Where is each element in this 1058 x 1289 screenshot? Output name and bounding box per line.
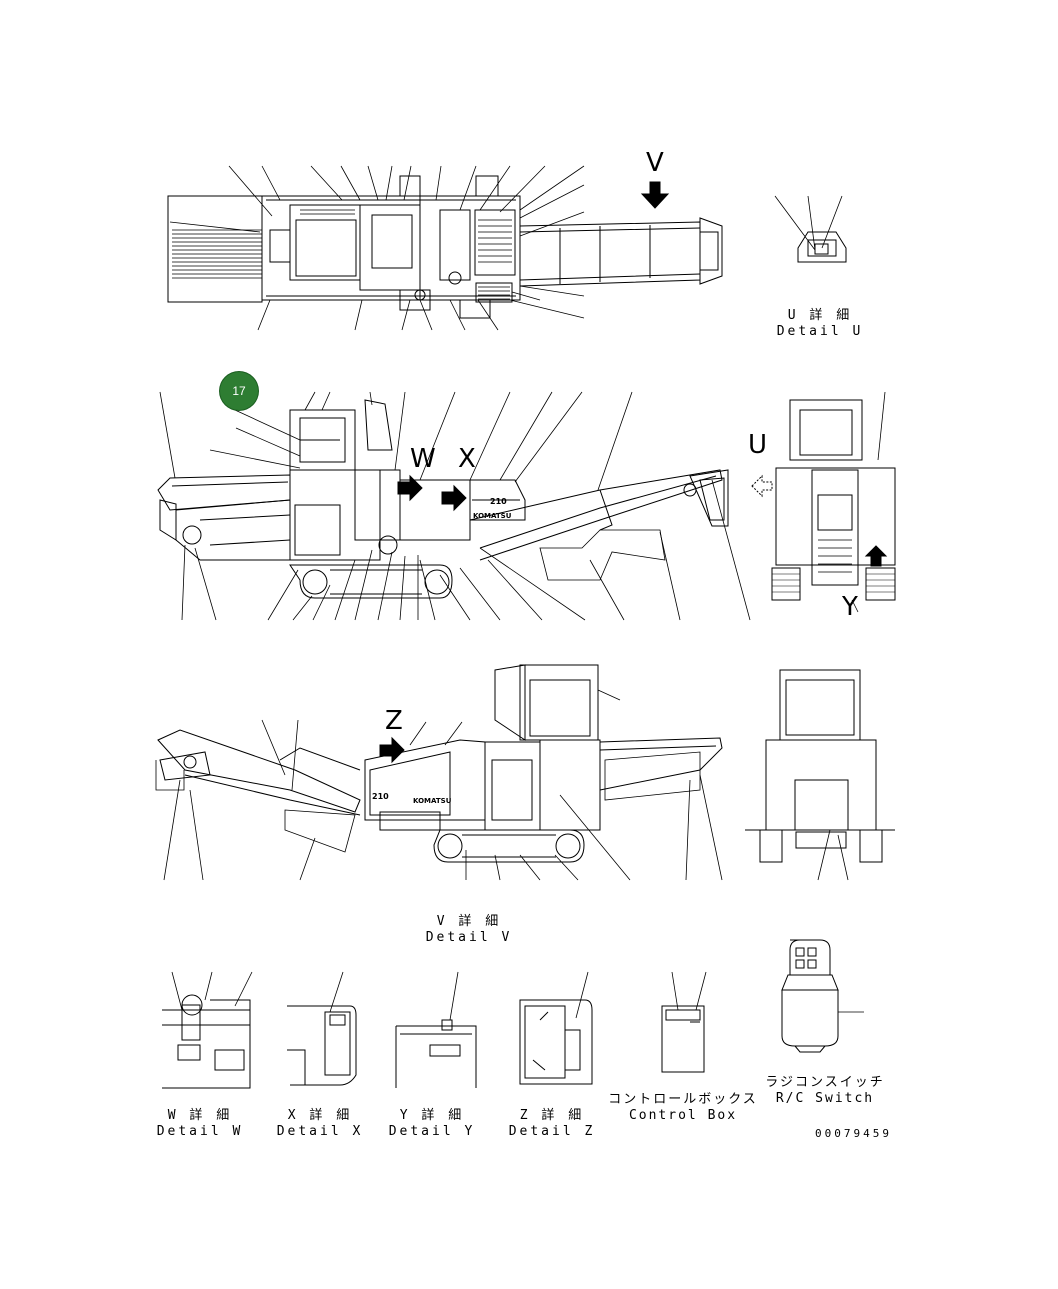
side-view-left <box>155 664 895 881</box>
detail-x-jp: X 詳 細 <box>287 1108 353 1123</box>
detail-w-en: Detail W <box>156 1124 244 1139</box>
control-box-caption: コントロールボックス Control Box <box>608 1092 758 1124</box>
detail-z-caption: Z 詳 細 Detail Z <box>502 1108 602 1140</box>
detail-w-jp: W 詳 細 <box>167 1108 233 1123</box>
detail-u-caption: U 詳 細 Detail U <box>770 308 870 340</box>
view-label-v: V <box>646 148 664 178</box>
rc-switch-drawing <box>781 939 864 1053</box>
document-number: 00079459 <box>815 1127 892 1140</box>
view-label-u: U <box>748 430 768 460</box>
detail-w-drawing <box>162 971 253 1089</box>
top-view <box>167 165 847 331</box>
detail-z-drawing <box>519 971 593 1085</box>
rc-switch-caption: ラジコンスイッチ R/C Switch <box>760 1075 890 1107</box>
detail-u-en: Detail U <box>776 324 864 339</box>
view-label-z: Z <box>385 706 403 736</box>
control-box-jp: コントロールボックス <box>608 1092 758 1107</box>
model-decal: 210 <box>490 497 507 506</box>
detail-y-jp: Y 詳 細 <box>399 1108 465 1123</box>
view-label-y: Y <box>842 592 858 622</box>
detail-y-drawing <box>395 971 477 1088</box>
detail-v-en: Detail V <box>425 930 513 945</box>
detail-y-caption: Y 詳 細 Detail Y <box>382 1108 482 1140</box>
brand-decal-left: KOMATSU <box>413 797 452 805</box>
view-label-x: X <box>458 444 476 474</box>
model-decal-left: 210 <box>372 792 389 801</box>
brand-decal: KOMATSU <box>473 512 512 520</box>
detail-y-en: Detail Y <box>388 1124 476 1139</box>
rc-switch-jp: ラジコンスイッチ <box>765 1075 885 1090</box>
detail-x-en: Detail X <box>276 1124 364 1139</box>
detail-v-caption: V 詳 細 Detail V <box>414 914 524 946</box>
side-view-right <box>157 391 896 621</box>
detail-w-caption: W 詳 細 Detail W <box>150 1108 250 1140</box>
callout-badge[interactable]: 17 <box>220 372 258 410</box>
control-box-drawing <box>661 971 707 1073</box>
detail-z-en: Detail Z <box>508 1124 596 1139</box>
control-box-en: Control Box <box>628 1108 738 1123</box>
detail-x-drawing <box>287 971 357 1086</box>
rc-switch-en: R/C Switch <box>775 1091 875 1106</box>
detail-x-caption: X 詳 細 Detail X <box>270 1108 370 1140</box>
view-label-w: W <box>410 444 436 474</box>
detail-z-jp: Z 詳 細 <box>519 1108 585 1123</box>
detail-v-jp: V 詳 細 <box>436 914 502 929</box>
detail-u-jp: U 詳 細 <box>787 308 853 323</box>
